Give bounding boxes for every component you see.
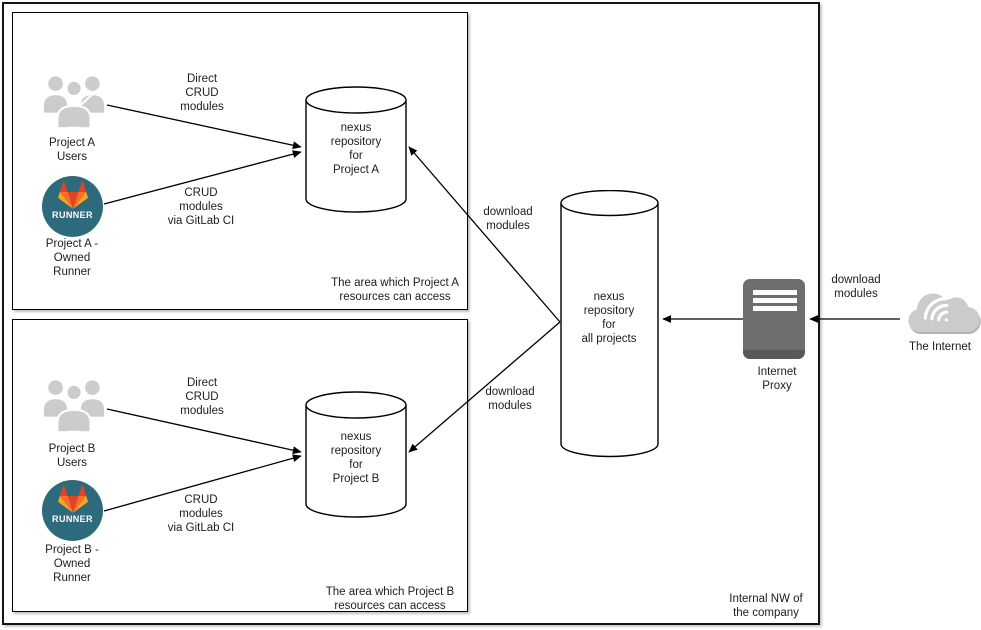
edge-label-direct-crud-a: Direct CRUD modules xyxy=(180,73,224,113)
repo-a-label: nexus repository for Project A xyxy=(330,122,382,176)
zone-a-caption: The area which Project A resources can a… xyxy=(331,277,459,303)
repo-b-label: nexus repository for Project B xyxy=(330,431,382,485)
proxy-base xyxy=(743,350,805,359)
zone-internal-network xyxy=(2,2,820,625)
edge-label-crud-ci-b: CRUD modules via GitLab CI xyxy=(167,494,235,534)
runner-b-label: Project B - Owned Runner xyxy=(45,544,99,584)
runner-badge-text: RUNNER xyxy=(52,210,93,220)
proxy-slot-icon xyxy=(753,306,797,311)
internal-nw-caption: Internal NW of the company xyxy=(729,593,803,619)
edge-label-crud-ci-a: CRUD modules via GitLab CI xyxy=(167,187,235,227)
wifi-icon xyxy=(923,297,949,322)
repo-all-label: nexus repository for all projects xyxy=(581,291,637,345)
proxy-label: Internet Proxy xyxy=(757,366,797,392)
users-group-icon xyxy=(42,378,106,434)
gitlab-runner-icon: RUNNER xyxy=(42,176,103,237)
proxy-slot-icon xyxy=(753,290,797,295)
edge-label-download-a: download modules xyxy=(483,206,533,232)
gitlab-tanuki-icon xyxy=(57,181,88,209)
zone-b-caption: The area which Project B resources can a… xyxy=(325,586,455,612)
cylinder-repo-all-projects xyxy=(560,190,659,458)
users-a-label: Project A Users xyxy=(48,137,96,163)
gitlab-runner-icon: RUNNER xyxy=(42,480,103,541)
users-group-icon xyxy=(42,74,106,130)
proxy-slot-icon xyxy=(753,298,797,303)
internet-cloud-icon xyxy=(908,293,980,333)
cylinder-repo-project-b xyxy=(305,391,407,518)
internet-label: The Internet xyxy=(908,341,971,353)
gitlab-tanuki-icon xyxy=(57,485,88,513)
edge-label-direct-crud-b: Direct CRUD modules xyxy=(180,377,224,417)
runner-a-label: Project A - Owned Runner xyxy=(45,238,99,278)
cylinder-repo-project-a xyxy=(305,86,407,213)
internet-proxy-icon xyxy=(743,279,805,359)
zone-project-b-area xyxy=(12,319,468,612)
runner-badge-text: RUNNER xyxy=(52,514,93,524)
users-b-label: Project B Users xyxy=(48,443,96,469)
edge-label-download-b: download modules xyxy=(485,386,535,412)
edge-label-download-internet: download modules xyxy=(831,274,881,300)
